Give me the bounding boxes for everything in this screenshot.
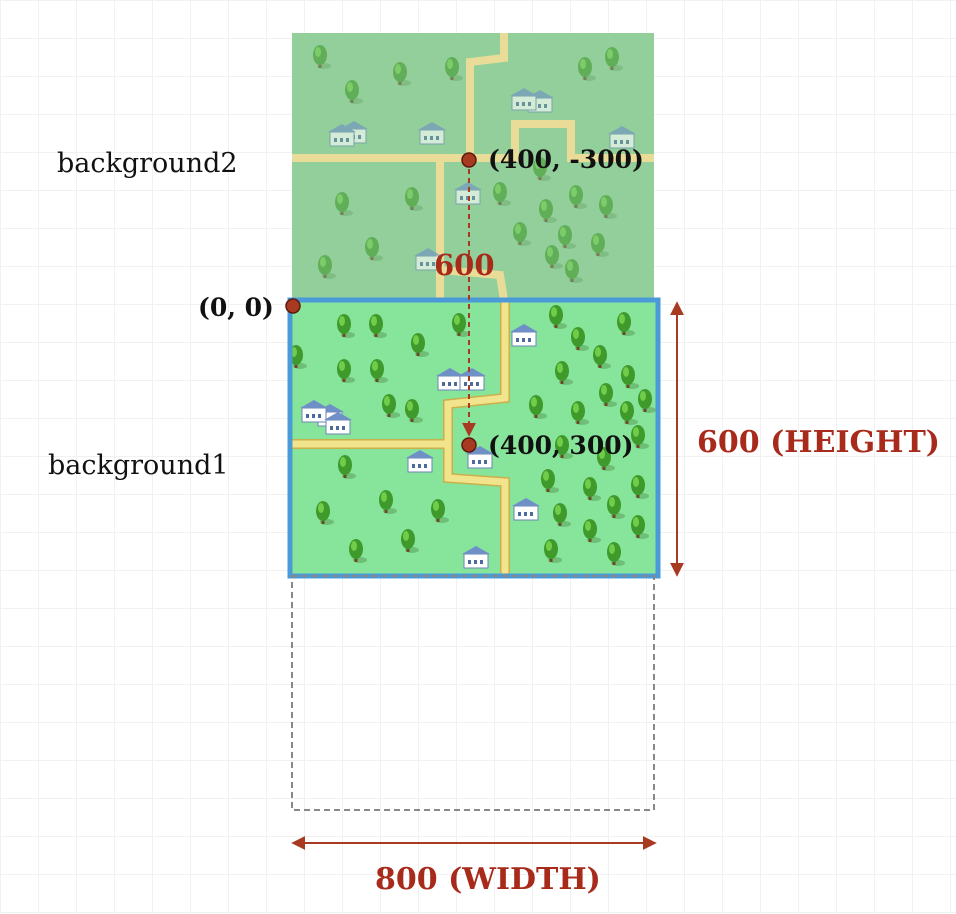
origin-marker	[285, 298, 301, 314]
height-label: 600 (HEIGHT)	[697, 425, 940, 460]
background2-label: background2	[57, 148, 238, 179]
offset-label: 600	[434, 248, 495, 282]
center-point-label: (400, 300)	[488, 431, 633, 460]
origin-label: (0, 0)	[198, 293, 274, 322]
center-point-marker	[461, 437, 477, 453]
top-point-marker	[461, 152, 477, 168]
width-label: 800 (WIDTH)	[375, 862, 601, 897]
top-point-label: (400, -300)	[488, 145, 644, 174]
background1-map	[292, 302, 656, 574]
background1-label: background1	[48, 450, 229, 481]
dashed-region	[291, 575, 655, 811]
background2-map	[292, 33, 654, 300]
